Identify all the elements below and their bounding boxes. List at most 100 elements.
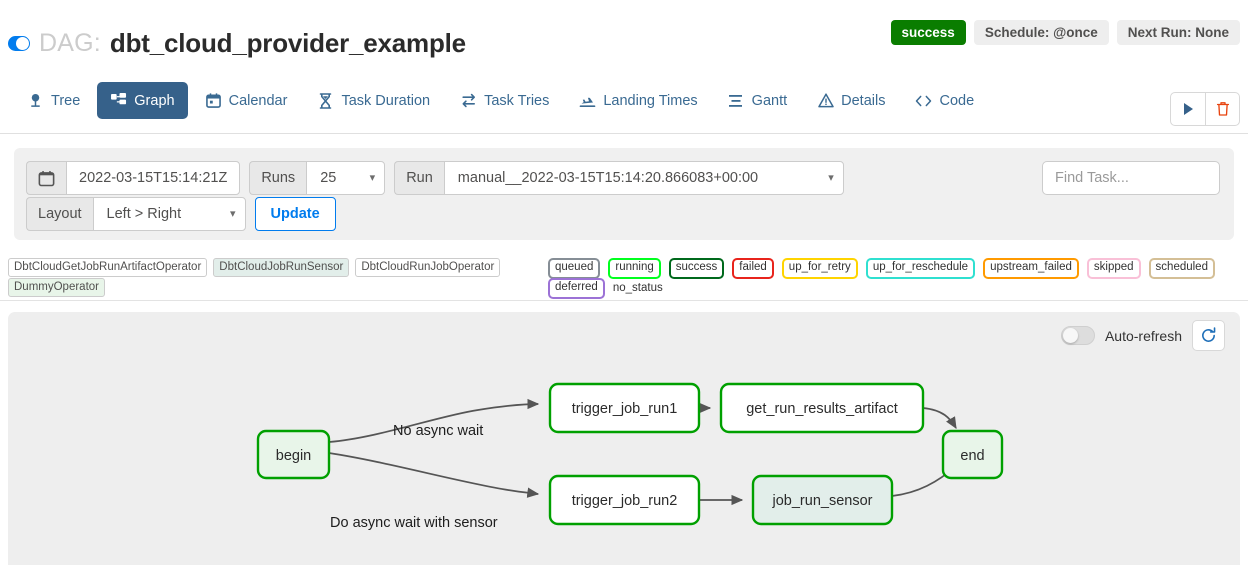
tab-code[interactable]: Code	[902, 82, 987, 119]
state-chip-up-for-reschedule[interactable]: up_for_reschedule	[865, 258, 976, 279]
tab-landing-times[interactable]: Landing Times	[566, 82, 710, 119]
dag-prefix-label: DAG:	[39, 29, 101, 57]
tab-calendar[interactable]: Calendar	[192, 82, 301, 119]
tab-label: Task Duration	[341, 92, 431, 109]
state-chip-up-for-retry[interactable]: up_for_retry	[781, 258, 858, 279]
code-icon	[915, 92, 932, 109]
task-node-end[interactable]: end	[941, 429, 1004, 480]
status-badge[interactable]: success	[890, 20, 966, 45]
section-divider	[0, 300, 1248, 301]
filter-row-layout: Layout Left > Right ▾ Update	[26, 197, 336, 231]
task-node-begin-box[interactable]	[256, 429, 331, 480]
task-node-get-run-results-artifact-box[interactable]	[719, 382, 925, 434]
operator-chip-dbtcloudrunjoboperator[interactable]: DbtCloudRunJobOperator	[355, 258, 501, 278]
task-node-trigger-job-run1-box[interactable]	[548, 382, 701, 434]
retry-icon	[460, 92, 477, 109]
operator-chip-dbtcloudgetjobrunartifactoperator[interactable]: DbtCloudGetJobRunArtifactOperator	[8, 258, 208, 278]
dag-pause-toggle[interactable]	[8, 36, 30, 51]
dag-graph-svg[interactable]: No async wait Do async wait with sensor …	[8, 312, 1240, 565]
state-label-no-status: no_status	[612, 282, 663, 295]
calendar-icon[interactable]	[26, 161, 66, 195]
state-chip-failed[interactable]: failed	[732, 258, 774, 279]
header-badge-group: success Schedule: @once Next Run: None	[890, 20, 1240, 45]
task-node-trigger-job-run2[interactable]: trigger_job_run2	[548, 474, 701, 526]
tab-task-tries[interactable]: Task Tries	[447, 82, 562, 119]
edge-label-no-async-wait: No async wait	[393, 423, 483, 439]
tab-details[interactable]: Details	[804, 82, 898, 119]
auto-refresh-label: Auto-refresh	[1104, 327, 1182, 344]
tab-label: Graph	[134, 92, 175, 109]
chevron-down-icon: ▾	[828, 171, 834, 184]
state-chip-scheduled[interactable]: scheduled	[1148, 258, 1215, 279]
operator-chip-dbtcloudjobrunsensor[interactable]: DbtCloudJobRunSensor	[213, 258, 350, 278]
layout-select[interactable]: Left > Right ▾	[92, 197, 246, 231]
auto-refresh-toggle[interactable]	[1060, 326, 1095, 345]
trigger-dag-button[interactable]	[1171, 93, 1205, 125]
run-group: Run manual__2022-03-15T15:14:20.866083+0…	[394, 161, 844, 195]
task-node-get-run-results-artifact[interactable]: get_run_results_artifact	[719, 382, 925, 434]
execution-date-group: 2022-03-15T15:14:21Z	[26, 161, 241, 195]
layout-label: Layout	[26, 197, 93, 231]
chevron-down-icon: ▾	[230, 207, 236, 220]
dag-action-buttons	[1170, 92, 1240, 126]
task-node-job-run-sensor-box[interactable]	[751, 474, 894, 526]
warning-triangle-icon	[817, 92, 834, 109]
runs-select-value: 25	[320, 170, 337, 186]
task-node-end-label: end	[960, 448, 984, 464]
state-chip-queued[interactable]: queued	[548, 258, 601, 279]
tab-gantt[interactable]: Gantt	[715, 82, 800, 119]
tab-label: Task Tries	[484, 92, 550, 109]
runs-select[interactable]: 25 ▾	[306, 161, 386, 195]
view-tabs: Tree Graph Calendar Task Duration	[14, 82, 987, 119]
tab-graph[interactable]: Graph	[97, 82, 188, 119]
landing-icon	[579, 92, 596, 109]
find-task-input[interactable]: Find Task...	[1042, 161, 1220, 195]
layout-select-value: Left > Right	[106, 206, 182, 222]
task-node-trigger-job-run2-box[interactable]	[548, 474, 701, 526]
tab-label: Details	[841, 92, 886, 109]
layout-group: Layout Left > Right ▾	[26, 197, 246, 231]
graph-canvas-panel: Auto-refresh	[8, 312, 1240, 565]
tree-icon	[27, 92, 44, 109]
chevron-down-icon: ▾	[369, 171, 376, 184]
view-tab-bar: Tree Graph Calendar Task Duration	[0, 78, 1248, 134]
edge-get-run-results-artifact-to-end	[922, 407, 957, 430]
tab-tree[interactable]: Tree	[14, 82, 93, 119]
play-icon	[1183, 103, 1193, 115]
task-node-end-box[interactable]	[941, 429, 1004, 480]
tab-label: Code	[939, 92, 975, 109]
run-label: Run	[394, 161, 444, 195]
operator-chip-dummyoperator[interactable]: DummyOperator	[8, 278, 105, 298]
page-title: DAG: dbt_cloud_provider_example	[8, 28, 466, 59]
state-chip-skipped[interactable]: skipped	[1086, 258, 1141, 279]
tab-task-duration[interactable]: Task Duration	[304, 82, 443, 119]
auto-refresh-bar: Auto-refresh	[1060, 320, 1225, 351]
state-chip-upstream-failed[interactable]: upstream_failed	[983, 258, 1079, 279]
edge-begin-to-trigger-job-run1	[328, 398, 540, 443]
update-button[interactable]: Update	[254, 197, 336, 231]
edge-label-do-async-wait-with-sensor: Do async wait with sensor	[330, 515, 498, 531]
task-node-job-run-sensor[interactable]: job_run_sensor	[751, 474, 894, 526]
next-run-badge: Next Run: None	[1116, 20, 1240, 45]
refresh-button[interactable]	[1192, 320, 1225, 351]
refresh-icon	[1202, 327, 1216, 342]
task-node-trigger-job-run1[interactable]: trigger_job_run1	[548, 382, 701, 434]
execution-date-input[interactable]: 2022-03-15T15:14:21Z	[66, 161, 241, 195]
hourglass-icon	[317, 92, 334, 109]
task-node-job-run-sensor-label: job_run_sensor	[772, 493, 873, 509]
schedule-badge: Schedule: @once	[973, 20, 1109, 45]
run-select[interactable]: manual__2022-03-15T15:14:20.866083+00:00…	[443, 161, 844, 195]
state-chip-deferred[interactable]: deferred	[548, 278, 605, 299]
runs-group: Runs 25 ▾	[249, 161, 386, 195]
state-chip-running[interactable]: running	[608, 258, 661, 279]
delete-dag-button[interactable]	[1205, 93, 1239, 125]
task-node-begin[interactable]: begin	[256, 429, 331, 480]
state-chip-success[interactable]: success	[668, 258, 725, 279]
filter-row-primary: 2022-03-15T15:14:21Z Runs 25 ▾ Run manua…	[26, 161, 844, 195]
task-node-trigger-job-run2-label: trigger_job_run2	[572, 493, 678, 509]
tab-label: Calendar	[228, 92, 288, 109]
tab-label: Gantt	[751, 92, 788, 109]
gantt-icon	[728, 92, 745, 109]
run-select-value: manual__2022-03-15T15:14:20.866083+00:00	[457, 170, 759, 186]
trash-icon	[1216, 102, 1229, 116]
